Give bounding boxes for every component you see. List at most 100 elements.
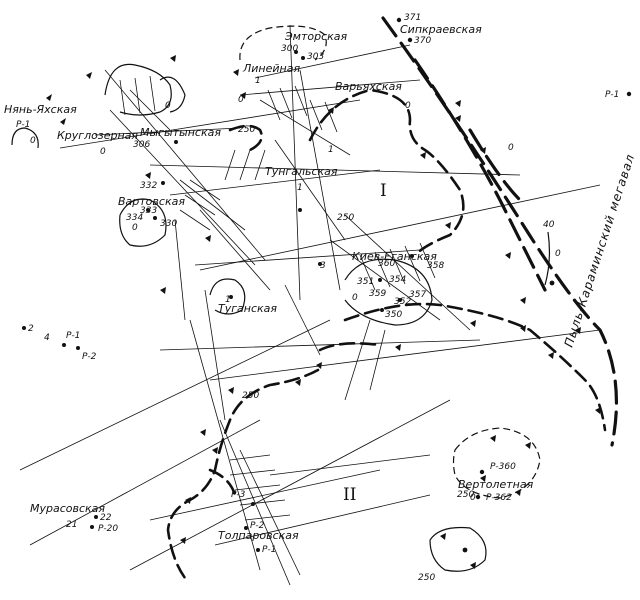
well-dot <box>229 295 233 299</box>
well-dot <box>407 37 413 43</box>
well-dot <box>318 262 322 266</box>
well-number: Р-362 <box>486 493 512 503</box>
well-dot <box>244 526 248 530</box>
well-number: 354 <box>389 275 406 285</box>
well-number: 300 <box>281 44 298 54</box>
label-kiev-eganskaya: Киев-Еганская <box>352 250 437 263</box>
well-number: 359 <box>369 289 386 299</box>
block-boundaries <box>166 88 607 580</box>
well-number: 370 <box>414 36 431 46</box>
zones: I II <box>343 181 387 505</box>
well-numbers: 371 370 300 303 306 332 333 334 330 360 … <box>16 13 619 555</box>
well-number: Р-1 <box>66 331 80 341</box>
well-number: 21 <box>66 520 77 530</box>
well-number: 1 <box>297 183 303 193</box>
well-number: 2 <box>28 324 34 334</box>
zone-label-1: I <box>380 181 387 201</box>
well-number: Р-1 <box>262 545 276 555</box>
well-dot <box>378 278 382 282</box>
well-number: 22 <box>100 513 112 523</box>
well-dot <box>298 208 302 212</box>
well-dot <box>396 17 402 23</box>
well-dot <box>398 298 402 302</box>
label-tungalskaya: Тунгальская <box>265 165 338 178</box>
well-dot <box>161 181 165 185</box>
contour-value: 250 <box>337 213 354 223</box>
label-mygytynskaya: Мыгытынская <box>140 126 221 139</box>
fault-markers <box>46 55 601 569</box>
well-dot <box>626 91 632 97</box>
well-number: 4 <box>44 333 50 343</box>
well-number: Р-360 <box>490 462 516 472</box>
contour-value: 40 <box>543 220 555 230</box>
well-number: 1 <box>255 76 261 86</box>
label-emtorskaya: Эмторская <box>284 30 348 43</box>
well-dot <box>174 140 178 144</box>
well-number: 360 <box>378 259 395 269</box>
well-dot <box>256 548 260 552</box>
well-dot <box>90 525 94 529</box>
well-dot <box>146 208 150 212</box>
well-number: 303 <box>307 52 324 62</box>
profile-ticks <box>119 75 436 521</box>
label-murasovskaya: Мурасовская <box>30 502 105 515</box>
contour-value: 0 <box>30 136 36 146</box>
well-number: 358 <box>427 261 444 271</box>
contour-value: 0 <box>238 95 244 105</box>
label-tuganskaya: Туганская <box>218 302 277 315</box>
well-dot <box>462 547 468 553</box>
well-number: 357 <box>409 290 426 300</box>
label-krugloozernaya: Круглозерная <box>57 129 138 142</box>
label-vartovskaya: Вартовская <box>118 195 185 208</box>
well-dot <box>410 254 414 258</box>
zone-label-2: II <box>343 485 356 505</box>
well-dot <box>62 343 66 347</box>
contour-values: 0 0 0 0 0 0 0 0 0 0 40 250 250 250 250 2… <box>30 95 561 583</box>
well-number: 330 <box>160 219 177 229</box>
contour-value: 0 <box>100 147 106 157</box>
contour-value: 0 <box>508 143 514 153</box>
well-number: Р-20 <box>98 524 118 534</box>
well-number: 332 <box>140 181 157 191</box>
label-lineynaya: Линейная <box>242 62 300 75</box>
well-number: 333 <box>140 206 157 216</box>
wells <box>22 17 632 553</box>
megaval-faults <box>381 16 619 447</box>
contour-value: 250 <box>238 125 255 135</box>
well-number: 352 <box>394 297 411 307</box>
well-number: Р-2 <box>250 521 265 531</box>
well-dot <box>94 515 98 519</box>
label-sikhkraevskaya: Сипкраевская <box>400 23 482 36</box>
well-number: Р-1 <box>16 120 30 130</box>
well-number: 1 <box>225 295 231 305</box>
label-nyanyakhskaya: Нянь-Яхская <box>4 103 77 116</box>
seismic-profiles <box>19 24 601 586</box>
label-varyakhskaya: Варьяхская <box>335 80 402 93</box>
label-vertoletnaya: Вертолетная <box>458 478 534 491</box>
well-number: 334 <box>126 213 143 223</box>
well-number: Р-2 <box>82 352 97 362</box>
contour-value: 0 <box>470 493 476 503</box>
well-dot <box>76 346 80 350</box>
well-number: Р-1 <box>605 90 619 100</box>
well-dot <box>294 50 298 54</box>
well-dot <box>301 56 305 60</box>
well-dot <box>153 216 157 220</box>
contour-value: 0 <box>165 101 171 111</box>
contour-value: 250 <box>242 391 259 401</box>
structure-contours <box>11 25 551 572</box>
well-dot <box>251 502 255 506</box>
well-dot <box>479 469 485 475</box>
well-number: Р-3 <box>231 490 246 500</box>
contour-value: 0 <box>555 249 561 259</box>
well-number: 306 <box>133 140 150 150</box>
well-dot <box>549 280 555 286</box>
well-number: 1 <box>328 145 334 155</box>
well-number: 351 <box>357 277 374 287</box>
contour-value: 250 <box>418 573 435 583</box>
contour-value: 0 <box>405 101 411 111</box>
label-megaval: Пыль-Караминский мегавал <box>562 152 638 349</box>
well-number: 350 <box>385 310 402 320</box>
label-tolparovskaya: Толпаровская <box>218 529 299 542</box>
